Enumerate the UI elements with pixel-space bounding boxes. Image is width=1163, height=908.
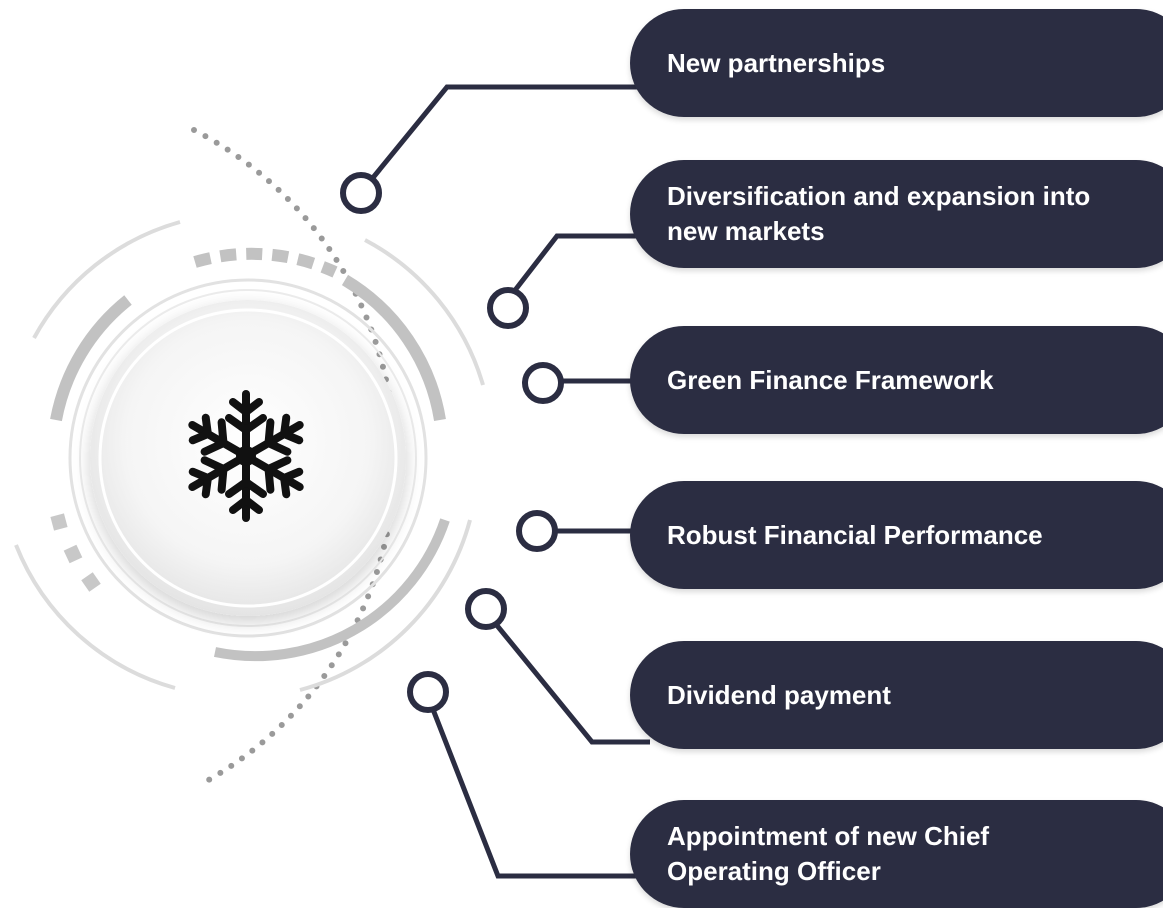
- connectors: [365, 84, 650, 879]
- dotted-arc: [191, 127, 398, 785]
- node-5: [465, 588, 507, 630]
- inner-ring: [68, 278, 428, 638]
- node-6: [407, 671, 449, 713]
- snowflake-icon: [184, 390, 308, 518]
- mid-ring-arcs: [50, 247, 450, 662]
- item-pill-green-finance: Green Finance Framework: [630, 326, 1163, 434]
- item-label: Green Finance Framework: [667, 364, 994, 395]
- item-pill-coo-appointment: Appointment of new Chief Operating Offic…: [630, 800, 1163, 908]
- connector-1: [365, 84, 650, 187]
- connector-nodes: [340, 172, 564, 713]
- outer-ring-arcs: [14, 220, 485, 692]
- item-pill-financial-performance: Robust Financial Performance: [630, 481, 1163, 589]
- item-label: Robust Financial Performance: [667, 519, 1043, 550]
- inner-ring-2: [79, 289, 417, 627]
- item-pill-diversification: Diversification and expansion into new m…: [630, 160, 1163, 268]
- connector-2: [507, 233, 650, 300]
- node-3: [522, 362, 564, 404]
- connector-5: [484, 610, 650, 745]
- connector-6: [424, 693, 650, 879]
- node-1: [340, 172, 382, 214]
- item-label: Dividend payment: [667, 679, 891, 710]
- ring-dashes: [50, 513, 101, 592]
- item-pill-dividend: Dividend payment: [630, 641, 1163, 749]
- node-2: [487, 287, 529, 329]
- center-disc-highlight: [98, 308, 398, 608]
- item-pill-new-partnerships: New partnerships: [630, 9, 1163, 117]
- item-label: Diversification and expansion into new m…: [667, 181, 1091, 246]
- item-label: Appointment of new Chief Operating Offic…: [667, 821, 990, 886]
- node-4: [516, 510, 558, 552]
- item-label: New partnerships: [667, 47, 886, 78]
